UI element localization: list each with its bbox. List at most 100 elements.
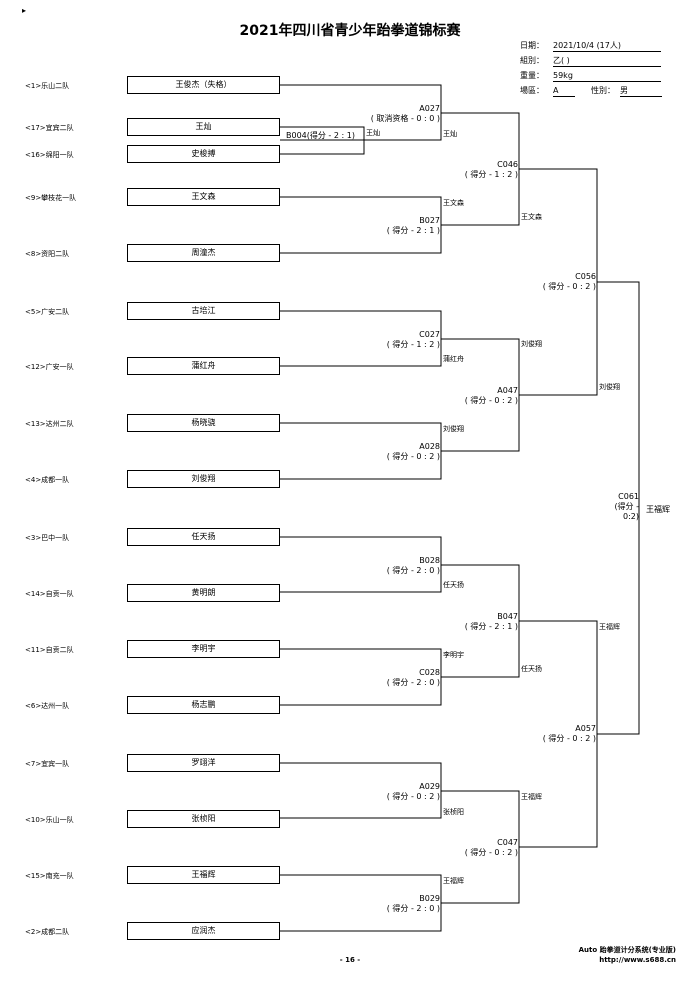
match-score: ( 得分 - 0 : 2 ): [464, 848, 518, 857]
winner-label: 张桢阳: [443, 808, 464, 816]
team-label: <10>乐山一队: [25, 816, 74, 824]
team-label: <15>南充一队: [25, 872, 74, 880]
winner-label: 刘俊翔: [521, 340, 542, 348]
team-label: <3>巴中一队: [25, 534, 70, 542]
team-label: <11>自贡二队: [25, 646, 74, 654]
athlete-name-box: 王文森: [127, 188, 280, 206]
match-id: B029: [419, 894, 440, 903]
match-score: ( 得分 - 2 : 1 ): [386, 226, 440, 235]
team-label: <12>广安一队: [25, 363, 74, 371]
athlete-name-box: 蒲红舟: [127, 357, 280, 375]
match-label: A028 ( 得分 - 0 : 2 ): [340, 442, 440, 462]
champion-label: 王福辉: [646, 505, 670, 514]
match-id: A057: [575, 724, 596, 733]
match-label: A047 ( 得分 - 0 : 2 ): [418, 386, 518, 406]
footer-url: http://www.s688.cn: [599, 956, 676, 964]
athlete-name-box: 应润杰: [127, 922, 280, 940]
winner-label: 刘俊翔: [443, 425, 464, 433]
team-label: <13>达州二队: [25, 420, 74, 428]
team-label: <1>乐山二队: [25, 82, 70, 90]
athlete-name-box: 黄明朗: [127, 584, 280, 602]
corner-mark: ▸: [22, 6, 27, 15]
match-label: C047 ( 得分 - 0 : 2 ): [418, 838, 518, 858]
info-value-date: 2021/10/4 (17人): [553, 40, 661, 52]
match-label: B028 ( 得分 - 2 : 0 ): [340, 556, 440, 576]
team-label: <2>成都二队: [25, 928, 70, 936]
match-id: C056: [575, 272, 596, 281]
match-label: A027 ( 取消资格 - 0 : 0 ): [340, 104, 440, 124]
winner-label: 王文森: [443, 199, 464, 207]
athlete-name-box: 杨晓骁: [127, 414, 280, 432]
match-score: ( 得分 - 0 : 2 ): [464, 396, 518, 405]
athlete-name-box: 李明宇: [127, 640, 280, 658]
athlete-name-box: 任天扬: [127, 528, 280, 546]
winner-label: 任天扬: [521, 665, 542, 673]
match-label: B027 ( 得分 - 2 : 1 ): [340, 216, 440, 236]
match-score: (得分 - 2 : 1): [306, 131, 355, 140]
info-label-group: 組別：: [520, 56, 544, 65]
match-score: ( 得分 - 2 : 1 ): [464, 622, 518, 631]
team-label: <6>达州一队: [25, 702, 70, 710]
bracket-line-final: [597, 281, 640, 735]
match-id: C046: [497, 160, 518, 169]
footer-system-name: Auto 跆拳道计分系统(专业版): [578, 946, 676, 954]
athlete-name-box: 古培江: [127, 302, 280, 320]
match-id: A027: [419, 104, 440, 113]
match-label: B029 ( 得分 - 2 : 0 ): [340, 894, 440, 914]
info-label-weight: 重量：: [520, 71, 544, 80]
winner-label: 李明宇: [443, 651, 464, 659]
match-score: ( 得分 - 0 : 2 ): [542, 282, 596, 291]
match-id: B047: [497, 612, 518, 621]
winner-label: 王灿: [366, 129, 380, 137]
match-label: B047 ( 得分 - 2 : 1 ): [418, 612, 518, 632]
info-value-gender: 男: [620, 85, 662, 97]
winner-label: 蒲红舟: [443, 355, 464, 363]
team-label: <14>自贡一队: [25, 590, 74, 598]
athlete-name-box: 王福辉: [127, 866, 280, 884]
match-id: B027: [419, 216, 440, 225]
info-value-weight: 59kg: [553, 70, 661, 82]
info-label-gender: 性別：: [591, 86, 615, 95]
team-label: <4>成都一队: [25, 476, 70, 484]
match-score: ( 取消资格 - 0 : 0 ): [370, 114, 440, 123]
team-label: <7>宜宾一队: [25, 760, 70, 768]
match-label: A057 ( 得分 - 0 : 2 ): [496, 724, 596, 744]
winner-label: 刘俊翔: [599, 383, 620, 391]
athlete-name-box: 王俊杰（失格）: [127, 76, 280, 94]
winner-label: 王灿: [443, 130, 457, 138]
match-label: C028 ( 得分 - 2 : 0 ): [340, 668, 440, 688]
team-label: <9>攀枝花一队: [25, 194, 77, 202]
match-id: C061: [618, 492, 639, 501]
match-score: ( 得分 - 0 : 2 ): [386, 452, 440, 461]
match-label: A029 ( 得分 - 0 : 2 ): [340, 782, 440, 802]
athlete-name-box: 刘俊翔: [127, 470, 280, 488]
info-value-court: A: [553, 85, 575, 97]
winner-label: 王福辉: [443, 877, 464, 885]
winner-label: 王文森: [521, 213, 542, 221]
info-label-date: 日期：: [520, 41, 544, 50]
match-id: A028: [419, 442, 440, 451]
match-label: C027 ( 得分 - 1 : 2 ): [340, 330, 440, 350]
match-id: B004: [286, 131, 307, 140]
info-label-court: 場區：: [520, 86, 544, 95]
match-id: A047: [497, 386, 518, 395]
match-id: A029: [419, 782, 440, 791]
match-id: B028: [419, 556, 440, 565]
match-score: ( 得分 - 0 : 2 ): [386, 792, 440, 801]
page-number: - 16 -: [339, 956, 361, 964]
team-label: <17>宜宾二队: [25, 124, 74, 132]
match-score: ( 得分 - 1 : 2 ): [386, 340, 440, 349]
match-label: C056 ( 得分 - 0 : 2 ): [496, 272, 596, 292]
athlete-name-box: 杨志鹏: [127, 696, 280, 714]
match-score: ( 得分 - 2 : 0 ): [386, 904, 440, 913]
athlete-name-box: 罗翊洋: [127, 754, 280, 772]
match-score: (得分 - 0:2): [614, 502, 639, 521]
winner-label: 任天扬: [443, 581, 464, 589]
match-label-final: C061 (得分 - 0:2): [603, 492, 639, 522]
athlete-name-box: 张桢阳: [127, 810, 280, 828]
team-label: <16>绵阳一队: [25, 151, 74, 159]
athlete-name-box: 周潼杰: [127, 244, 280, 262]
document-title: 2021年四川省青少年跆拳道锦标赛: [239, 23, 461, 39]
match-label: C046 ( 得分 - 1 : 2 ): [418, 160, 518, 180]
